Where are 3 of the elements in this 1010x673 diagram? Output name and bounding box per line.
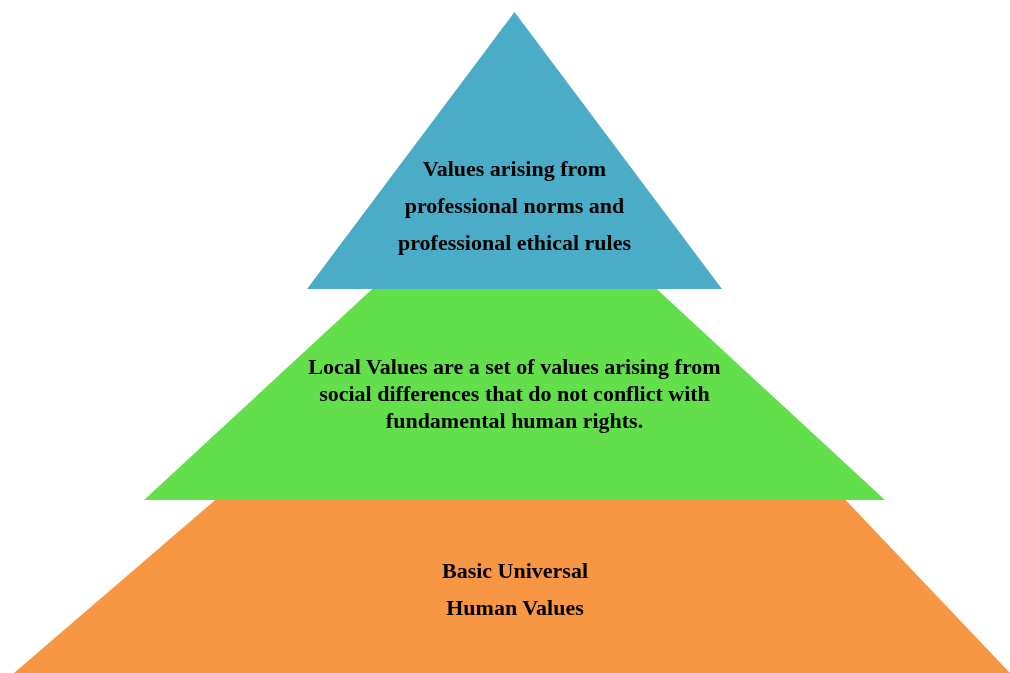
level-text: Local Values are a set of values arising from social differences that do not conflict with fundamental human rights. [307, 353, 722, 434]
level-text: Basic Universal Human Values [440, 557, 590, 622]
level-text: Values arising from professional norms and professional ethical rules [397, 155, 632, 257]
